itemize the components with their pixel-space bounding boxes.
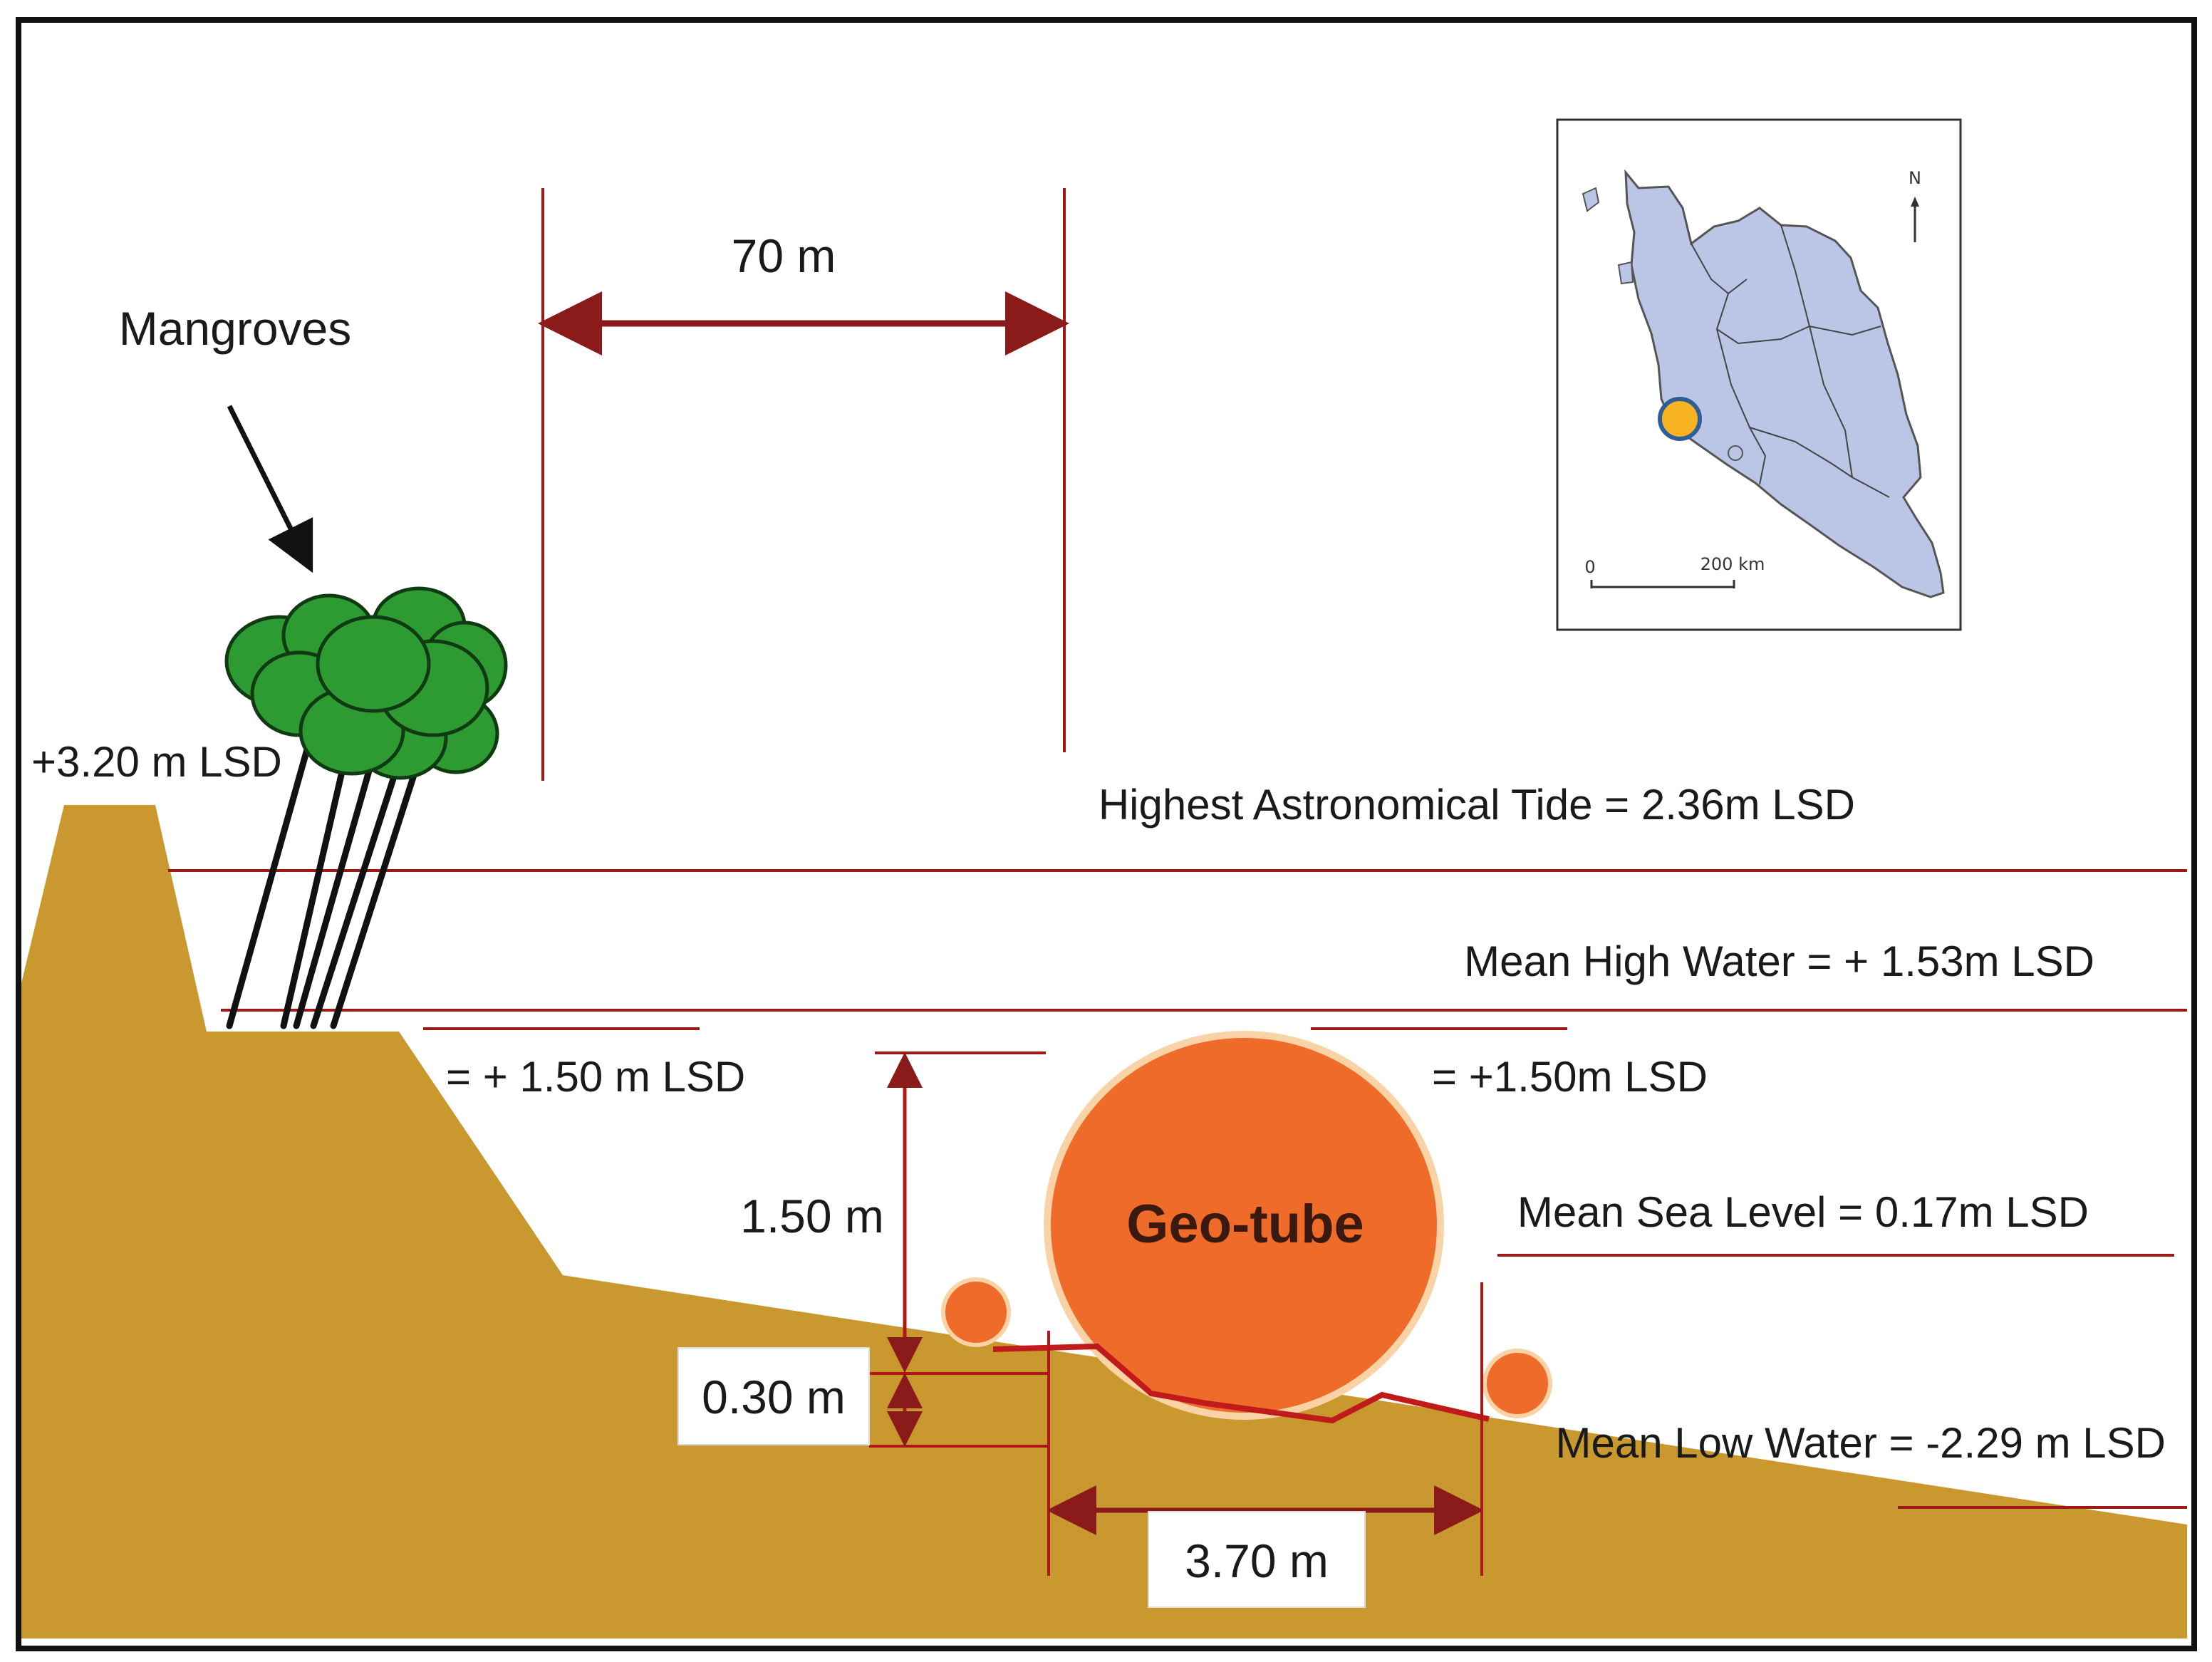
anchor-tube-right <box>1483 1349 1552 1418</box>
mangrove-tree-trunks <box>226 723 424 1029</box>
scale-bar-start-label: 0 <box>1584 557 1595 577</box>
bench-level-label: = + 1.50 m LSD <box>446 1053 745 1101</box>
anchor-tube-left <box>941 1277 1011 1347</box>
base-width-370m-label: 3.70 m <box>1185 1534 1329 1587</box>
scale-bar-end-label: 200 km <box>1700 554 1765 574</box>
state-boundaries <box>1691 224 1890 498</box>
width-70m-label: 70 m <box>732 229 836 282</box>
inset-islands <box>1582 187 1743 461</box>
depth-030m-box <box>677 1347 870 1445</box>
msl-label: Mean Sea Level = 0.17m LSD <box>1517 1188 2089 1236</box>
mangrove-tree-canopy <box>224 586 508 780</box>
geotube-body <box>1044 1031 1444 1420</box>
mhw-label: Mean High Water = + 1.53m LSD <box>1464 938 2094 985</box>
ground-profile <box>21 805 2187 1638</box>
height-150m-label: 1.50 m <box>740 1190 884 1242</box>
hat-label: Highest Astronomical Tide = 2.36m LSD <box>1099 781 1855 829</box>
peninsula-landmass <box>1624 169 1945 598</box>
mangroves-label: Mangroves <box>119 302 352 355</box>
mlw-label: Mean Low Water = -2.29 m LSD <box>1556 1419 2166 1467</box>
north-label: N <box>1909 168 1921 188</box>
depth-030m-label: 0.30 m <box>702 1371 846 1423</box>
scour-apron <box>992 1343 1490 1424</box>
geotube-label: Geo-tube <box>1126 1194 1364 1255</box>
north-arrow-icon <box>1911 197 1919 242</box>
geotube-top-level-label: = +1.50m LSD <box>1432 1053 1708 1101</box>
site-location-marker <box>1658 397 1702 441</box>
base-width-370m-box <box>1148 1511 1366 1608</box>
crest-level-label: +3.20 m LSD <box>31 738 282 786</box>
mangroves-pointer-arrow <box>227 405 313 573</box>
location-inset-map: N 0 200 km <box>1556 118 1962 631</box>
